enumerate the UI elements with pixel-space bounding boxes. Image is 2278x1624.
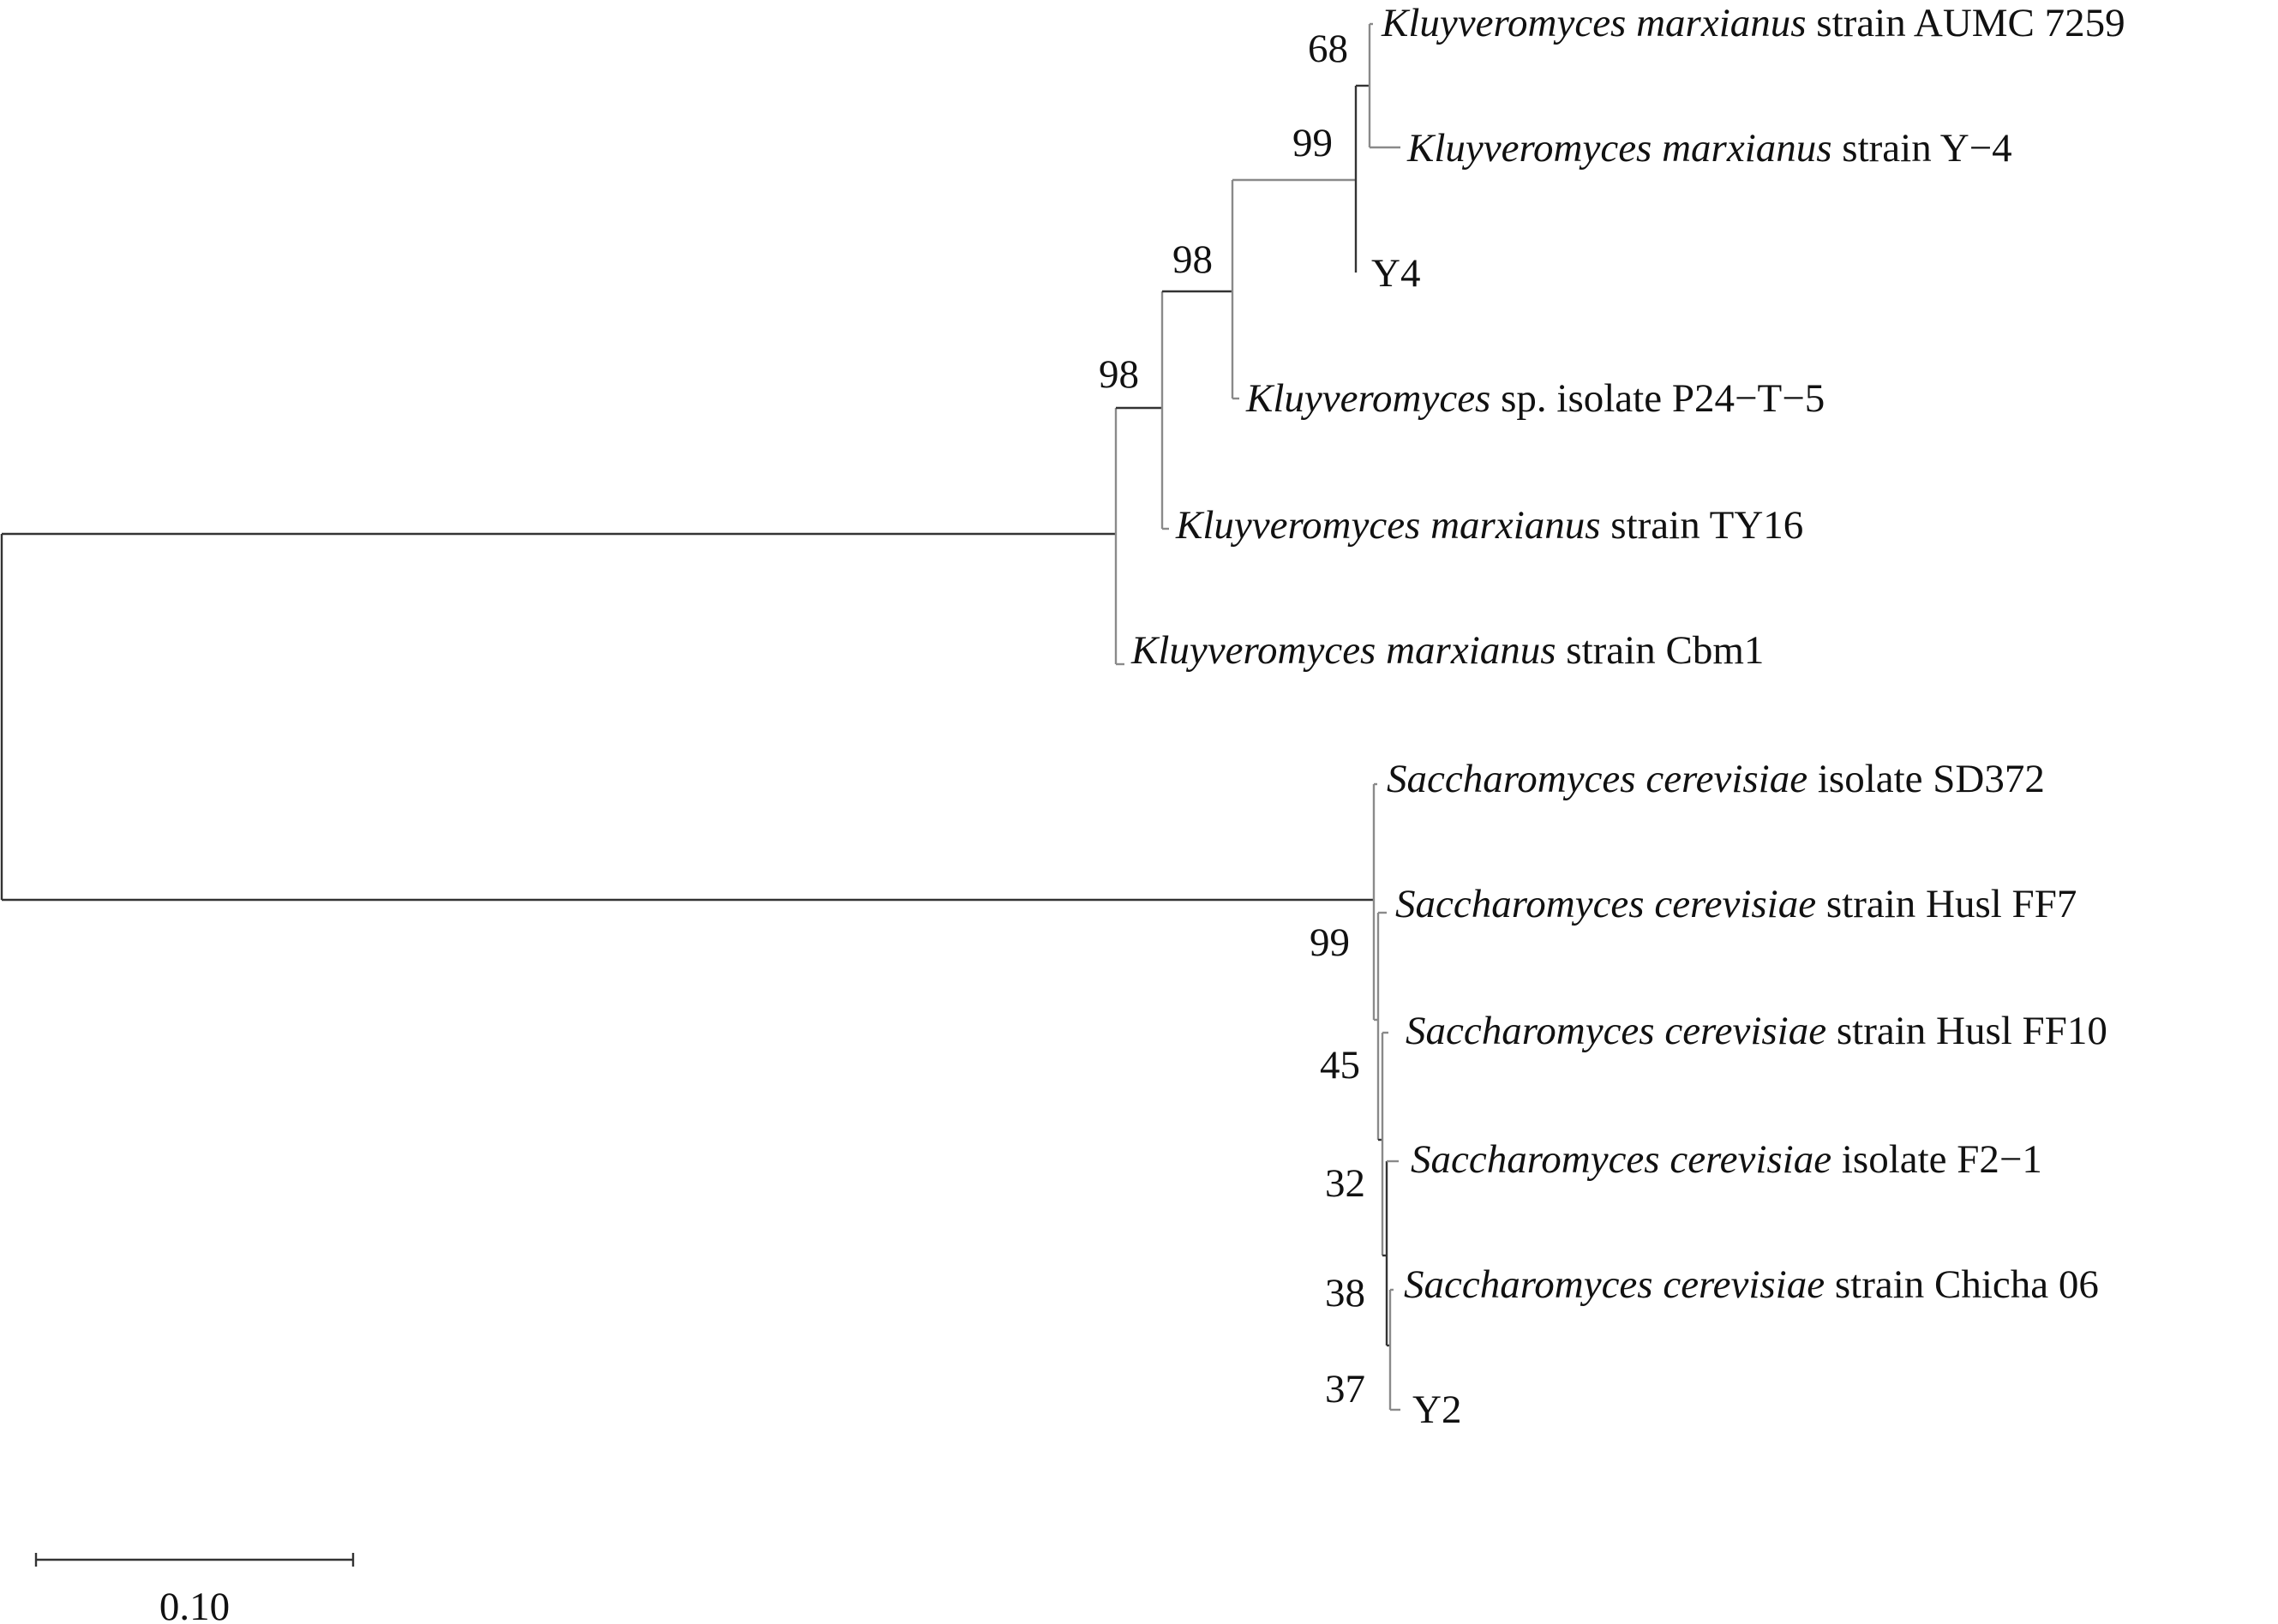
bootstrap-node-99-s: 99 xyxy=(1310,920,1350,965)
tip-labels: Kluyveromyces marxianus strain AUMC 7259… xyxy=(1130,1,2125,1432)
bootstrap-node-98-inner: 98 xyxy=(1172,237,1213,282)
scale-bar: 0.10 xyxy=(34,1553,355,1624)
tip-label-chicha06: Saccharomyces cerevisiae strain Chicha 0… xyxy=(1404,1262,2099,1307)
bootstrap-node-99-k: 99 xyxy=(1292,121,1333,165)
tip-label-cbm1: Kluyveromyces marxianus strain Cbm1 xyxy=(1130,628,1764,673)
tip-label-ty16: Kluyveromyces marxianus strain TY16 xyxy=(1175,503,1803,548)
tip-label-husl-ff10: Saccharomyces cerevisiae strain Husl FF1… xyxy=(1406,1009,2107,1053)
bootstrap-node-68: 68 xyxy=(1308,27,1348,71)
tip-label-husl-ff7: Saccharomyces cerevisiae strain Husl FF7 xyxy=(1395,882,2077,926)
bootstrap-node-37: 37 xyxy=(1325,1367,1365,1411)
tip-label-y4: Y4 xyxy=(1371,251,1420,296)
tip-label-f2-1: Saccharomyces cerevisiae isolate F2−1 xyxy=(1411,1137,2042,1182)
bootstrap-values: 68 99 98 98 99 45 32 38 37 xyxy=(1099,27,1365,1411)
tip-label-y2: Y2 xyxy=(1412,1387,1461,1432)
bootstrap-node-38: 38 xyxy=(1325,1271,1365,1315)
bootstrap-node-98-outer: 98 xyxy=(1099,352,1139,397)
scale-bar-label: 0.10 xyxy=(159,1585,230,1624)
tip-label-p24-t-5: Kluyveromyces sp. isolate P24−T−5 xyxy=(1245,376,1825,421)
tip-label-y-4: Kluyveromyces marxianus strain Y−4 xyxy=(1406,126,2012,171)
bootstrap-node-32: 32 xyxy=(1325,1161,1365,1206)
tree-branches xyxy=(0,22,1400,1411)
bootstrap-node-45: 45 xyxy=(1320,1043,1360,1088)
tip-label-sd372: Saccharomyces cerevisiae isolate SD372 xyxy=(1387,757,2045,801)
tip-label-aumc7259: Kluyveromyces marxianus strain AUMC 7259 xyxy=(1381,1,2125,45)
